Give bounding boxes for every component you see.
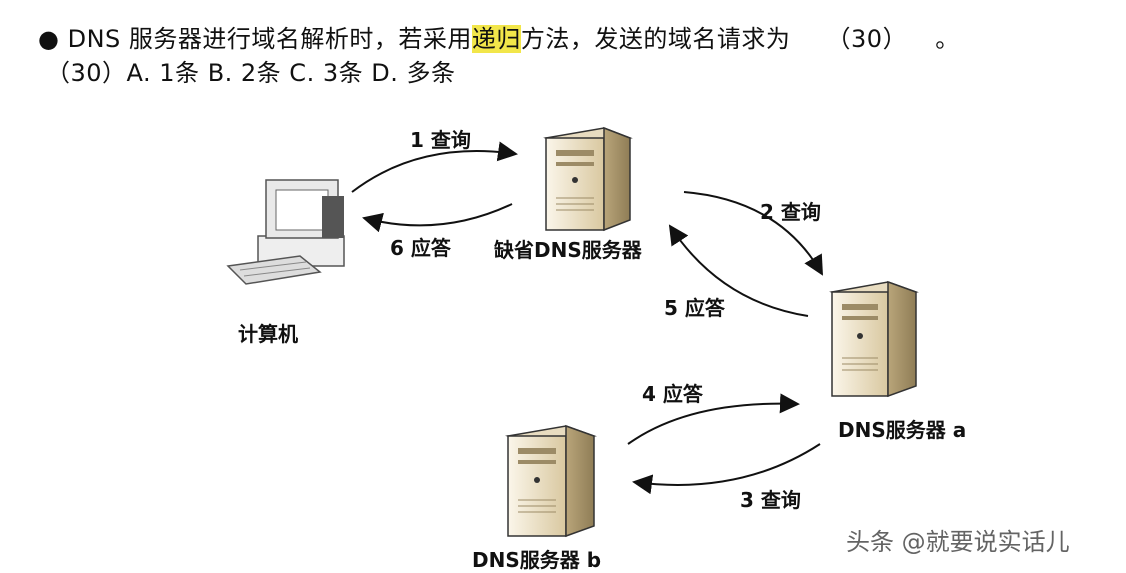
arrow-2-query bbox=[683, 191, 823, 276]
arrow-1-query bbox=[351, 141, 518, 193]
answer-options: （30）A. 1条 B. 2条 C. 3条 D. 多条 bbox=[46, 59, 456, 87]
label-5-answer: 5 应答 bbox=[664, 296, 725, 320]
answer-blank: （30） bbox=[826, 25, 908, 53]
watermark: 头条 @就要说实话儿 bbox=[846, 528, 1070, 556]
label-dns-b: DNS服务器 b bbox=[472, 548, 602, 572]
dns-server-b-icon bbox=[505, 424, 597, 538]
label-2-query: 2 查询 bbox=[760, 200, 821, 224]
highlighted-term: 递归 bbox=[471, 25, 521, 53]
question-part2: 方法，发送的域名请求为 bbox=[520, 25, 791, 53]
arrow-3-query bbox=[632, 443, 821, 495]
question-part1: DNS 服务器进行域名解析时，若采用 bbox=[67, 25, 472, 53]
label-default-dns: 缺省DNS服务器 bbox=[494, 238, 642, 262]
default-dns-server-icon bbox=[543, 126, 633, 232]
arrow-6-answer bbox=[362, 203, 513, 233]
label-computer: 计算机 bbox=[238, 322, 298, 346]
question-text: ● DNS 服务器进行域名解析时，若采用递归方法，发送的域名请求为 （30） 。… bbox=[38, 22, 960, 90]
label-6-answer: 6 应答 bbox=[390, 236, 451, 260]
arrow-4-answer bbox=[627, 393, 800, 445]
question-period: 。 bbox=[935, 25, 960, 53]
label-dns-a: DNS服务器 a bbox=[838, 418, 967, 442]
label-4-answer: 4 应答 bbox=[642, 382, 703, 406]
computer-icon bbox=[226, 179, 345, 285]
bullet: ● bbox=[38, 25, 60, 53]
dns-server-a-icon bbox=[829, 280, 919, 398]
label-1-query: 1 查询 bbox=[410, 128, 471, 152]
label-3-query: 3 查询 bbox=[740, 488, 801, 512]
arrow-5-answer bbox=[668, 224, 809, 317]
